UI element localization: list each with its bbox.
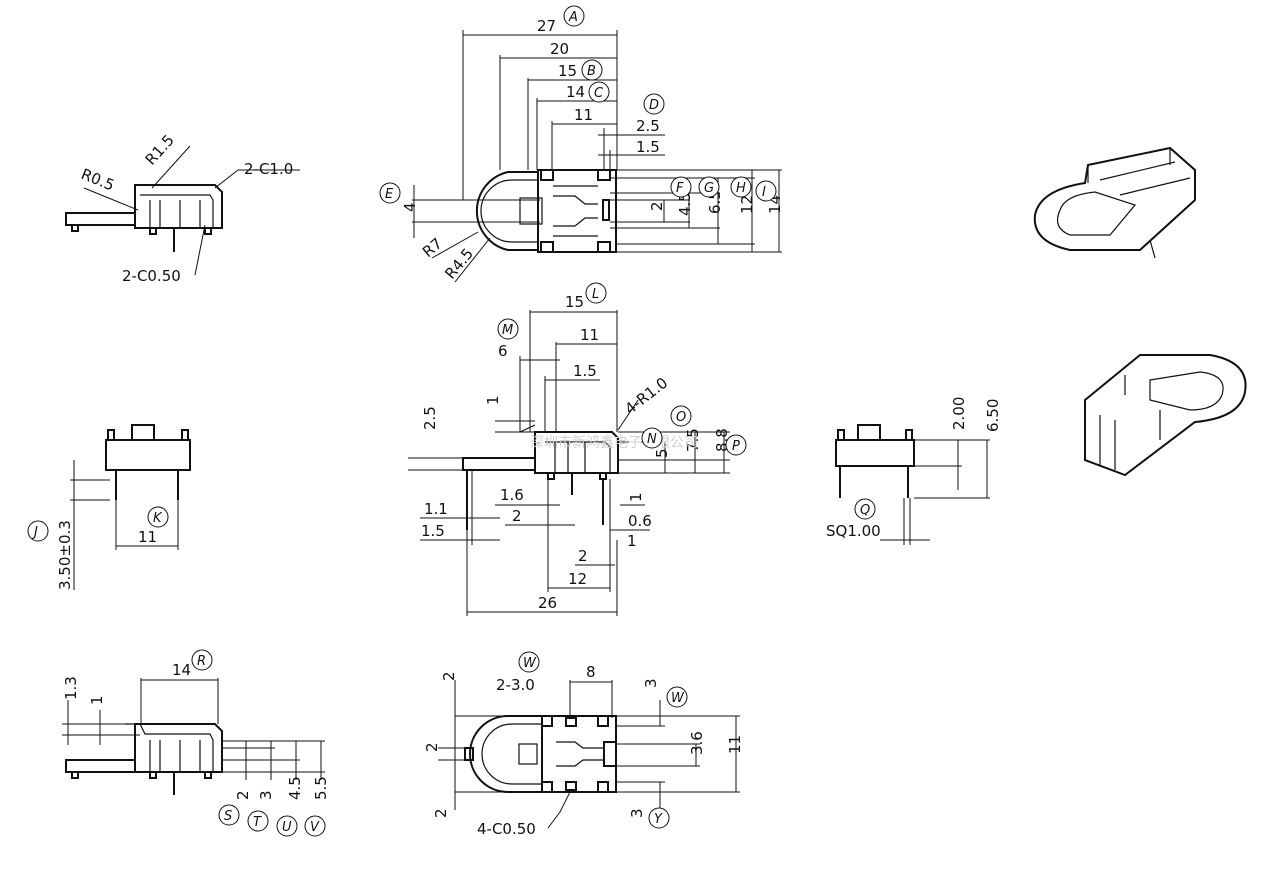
label-2-c0-50: 2-C0.50: [122, 267, 181, 285]
tag-r: R: [197, 654, 206, 669]
dim-11: 11: [574, 106, 593, 124]
dim-14: 14: [566, 83, 585, 101]
tag-h: H: [736, 181, 746, 196]
dim-4-5-side: 4.5: [286, 776, 304, 800]
dim-1-6: 1.6: [500, 486, 524, 504]
dim-2-bottom: 2: [432, 808, 450, 818]
dim-12-front: 12: [568, 570, 587, 588]
dim-12: 12: [738, 195, 756, 214]
dim-15-front: 15: [565, 293, 584, 311]
tag-s: S: [224, 809, 232, 824]
tag-v: V: [310, 820, 320, 835]
front-view: 15 11 6 1.5 1 4-R1.0 2.5 5 7.5 8.8 1.1 1…: [408, 282, 747, 616]
dim-6-50: 6.50: [984, 399, 1002, 432]
dim-2: 2: [648, 201, 666, 211]
dim-1-3: 1.3: [62, 676, 80, 700]
tag-k: K: [153, 511, 163, 526]
dim-2-5-front: 2.5: [421, 406, 439, 430]
dim-3-6: 3.6: [688, 731, 706, 755]
dim-14-side: 14: [172, 661, 191, 679]
tag-d: D: [649, 98, 659, 113]
dim-5: 5: [653, 448, 671, 458]
tag-t: T: [253, 815, 262, 830]
dim-1-5-front: 1.5: [573, 362, 597, 380]
tag-c: C: [594, 86, 604, 101]
label-4-c0-50: 4-C0.50: [477, 820, 536, 838]
dim-4-5: 4.5: [676, 192, 694, 216]
dim-7-5: 7.5: [684, 428, 702, 452]
dim-3-top: 3: [642, 678, 660, 688]
dim-2-front: 2: [512, 507, 522, 525]
dim-11-front: 11: [580, 326, 599, 344]
tag-w-top: W: [523, 656, 537, 671]
dim-1-top: 1: [484, 395, 502, 405]
top-view: 27 20 15 14 11 2.5 1.5 4 2 4.5 6.5 12 14…: [379, 5, 784, 283]
dim-sq1-00: SQ1.00: [826, 522, 881, 540]
tag-u: U: [282, 820, 292, 835]
isometric-view-top: [1033, 146, 1196, 259]
dim-3-bottom: 3: [628, 808, 646, 818]
dim-26: 26: [538, 594, 557, 612]
tag-i: I: [762, 185, 766, 200]
tag-g: G: [704, 181, 714, 196]
tag-j: J: [31, 525, 38, 540]
dim-20: 20: [550, 40, 569, 58]
watermark: 深圳市新鸿鑫电子有限公司: [530, 434, 698, 451]
label-r1-5: R1.5: [142, 131, 178, 169]
dim-1-side: 1: [88, 695, 106, 705]
dim-2-00: 2.00: [950, 397, 968, 430]
dim-1-1: 1.1: [424, 500, 448, 518]
dim-1-5: 1.5: [636, 138, 660, 156]
tag-y: Y: [654, 812, 663, 827]
dim-1-5-bottom: 1.5: [421, 522, 445, 540]
left-end-view: 11 3.50±0.3 J K: [27, 424, 191, 590]
dim-2-top: 2: [440, 671, 458, 681]
dim-27: 27: [537, 17, 556, 35]
label-4-r1-0: 4-R1.0: [621, 374, 671, 418]
right-end-view: 2.00 6.50 SQ1.00 Q: [826, 397, 1002, 545]
tag-m: M: [502, 323, 513, 338]
tag-n: N: [647, 432, 657, 447]
tag-w-right: W: [671, 691, 685, 706]
side-view-left: R0.5 R1.5 2-C1.0 2-C0.50: [65, 131, 300, 285]
dim-6: 6: [498, 342, 508, 360]
tag-p: P: [732, 439, 740, 454]
tag-l: L: [592, 287, 599, 302]
dim-2-5: 2.5: [636, 117, 660, 135]
dim-2-lower: 2: [578, 547, 588, 565]
dim-11-bottom: 11: [726, 735, 744, 754]
tag-q: Q: [860, 503, 870, 518]
dim-2-left: 2: [423, 742, 441, 752]
isometric-view-bottom: [1084, 354, 1247, 477]
dim-1-lower: 1: [627, 532, 637, 550]
dim-0-6: 0.6: [628, 512, 652, 530]
tag-a: A: [568, 10, 578, 25]
bottom-view: 2 2-3.0 8 3 2 3.6 11 2 4-C0.50 3 W W Y: [423, 651, 744, 838]
dim-1-side: 1: [627, 492, 645, 502]
dim-2-side: 2: [234, 790, 252, 800]
dim-3-side: 3: [257, 790, 275, 800]
tag-f: F: [676, 181, 684, 196]
tag-o: O: [676, 410, 686, 425]
tag-e: E: [385, 187, 394, 202]
dim-8: 8: [586, 663, 596, 681]
radius-r4-5: R4.5: [441, 245, 477, 283]
dim-5-5: 5.5: [312, 776, 330, 800]
label-r0-5: R0.5: [79, 165, 118, 195]
dim-3-50: 3.50±0.3: [56, 520, 74, 590]
label-2-3-0: 2-3.0: [496, 676, 535, 694]
tag-b: B: [587, 64, 596, 79]
side-view-bottom: 14 1.3 1 2 3 4.5 5.5 R S T U V: [62, 649, 330, 837]
label-2-c1-0: 2-C1.0: [244, 160, 293, 178]
radius-r7: R7: [419, 234, 446, 261]
dim-11-end: 11: [138, 528, 157, 546]
dim-4: 4: [401, 202, 419, 212]
dim-15: 15: [558, 62, 577, 80]
